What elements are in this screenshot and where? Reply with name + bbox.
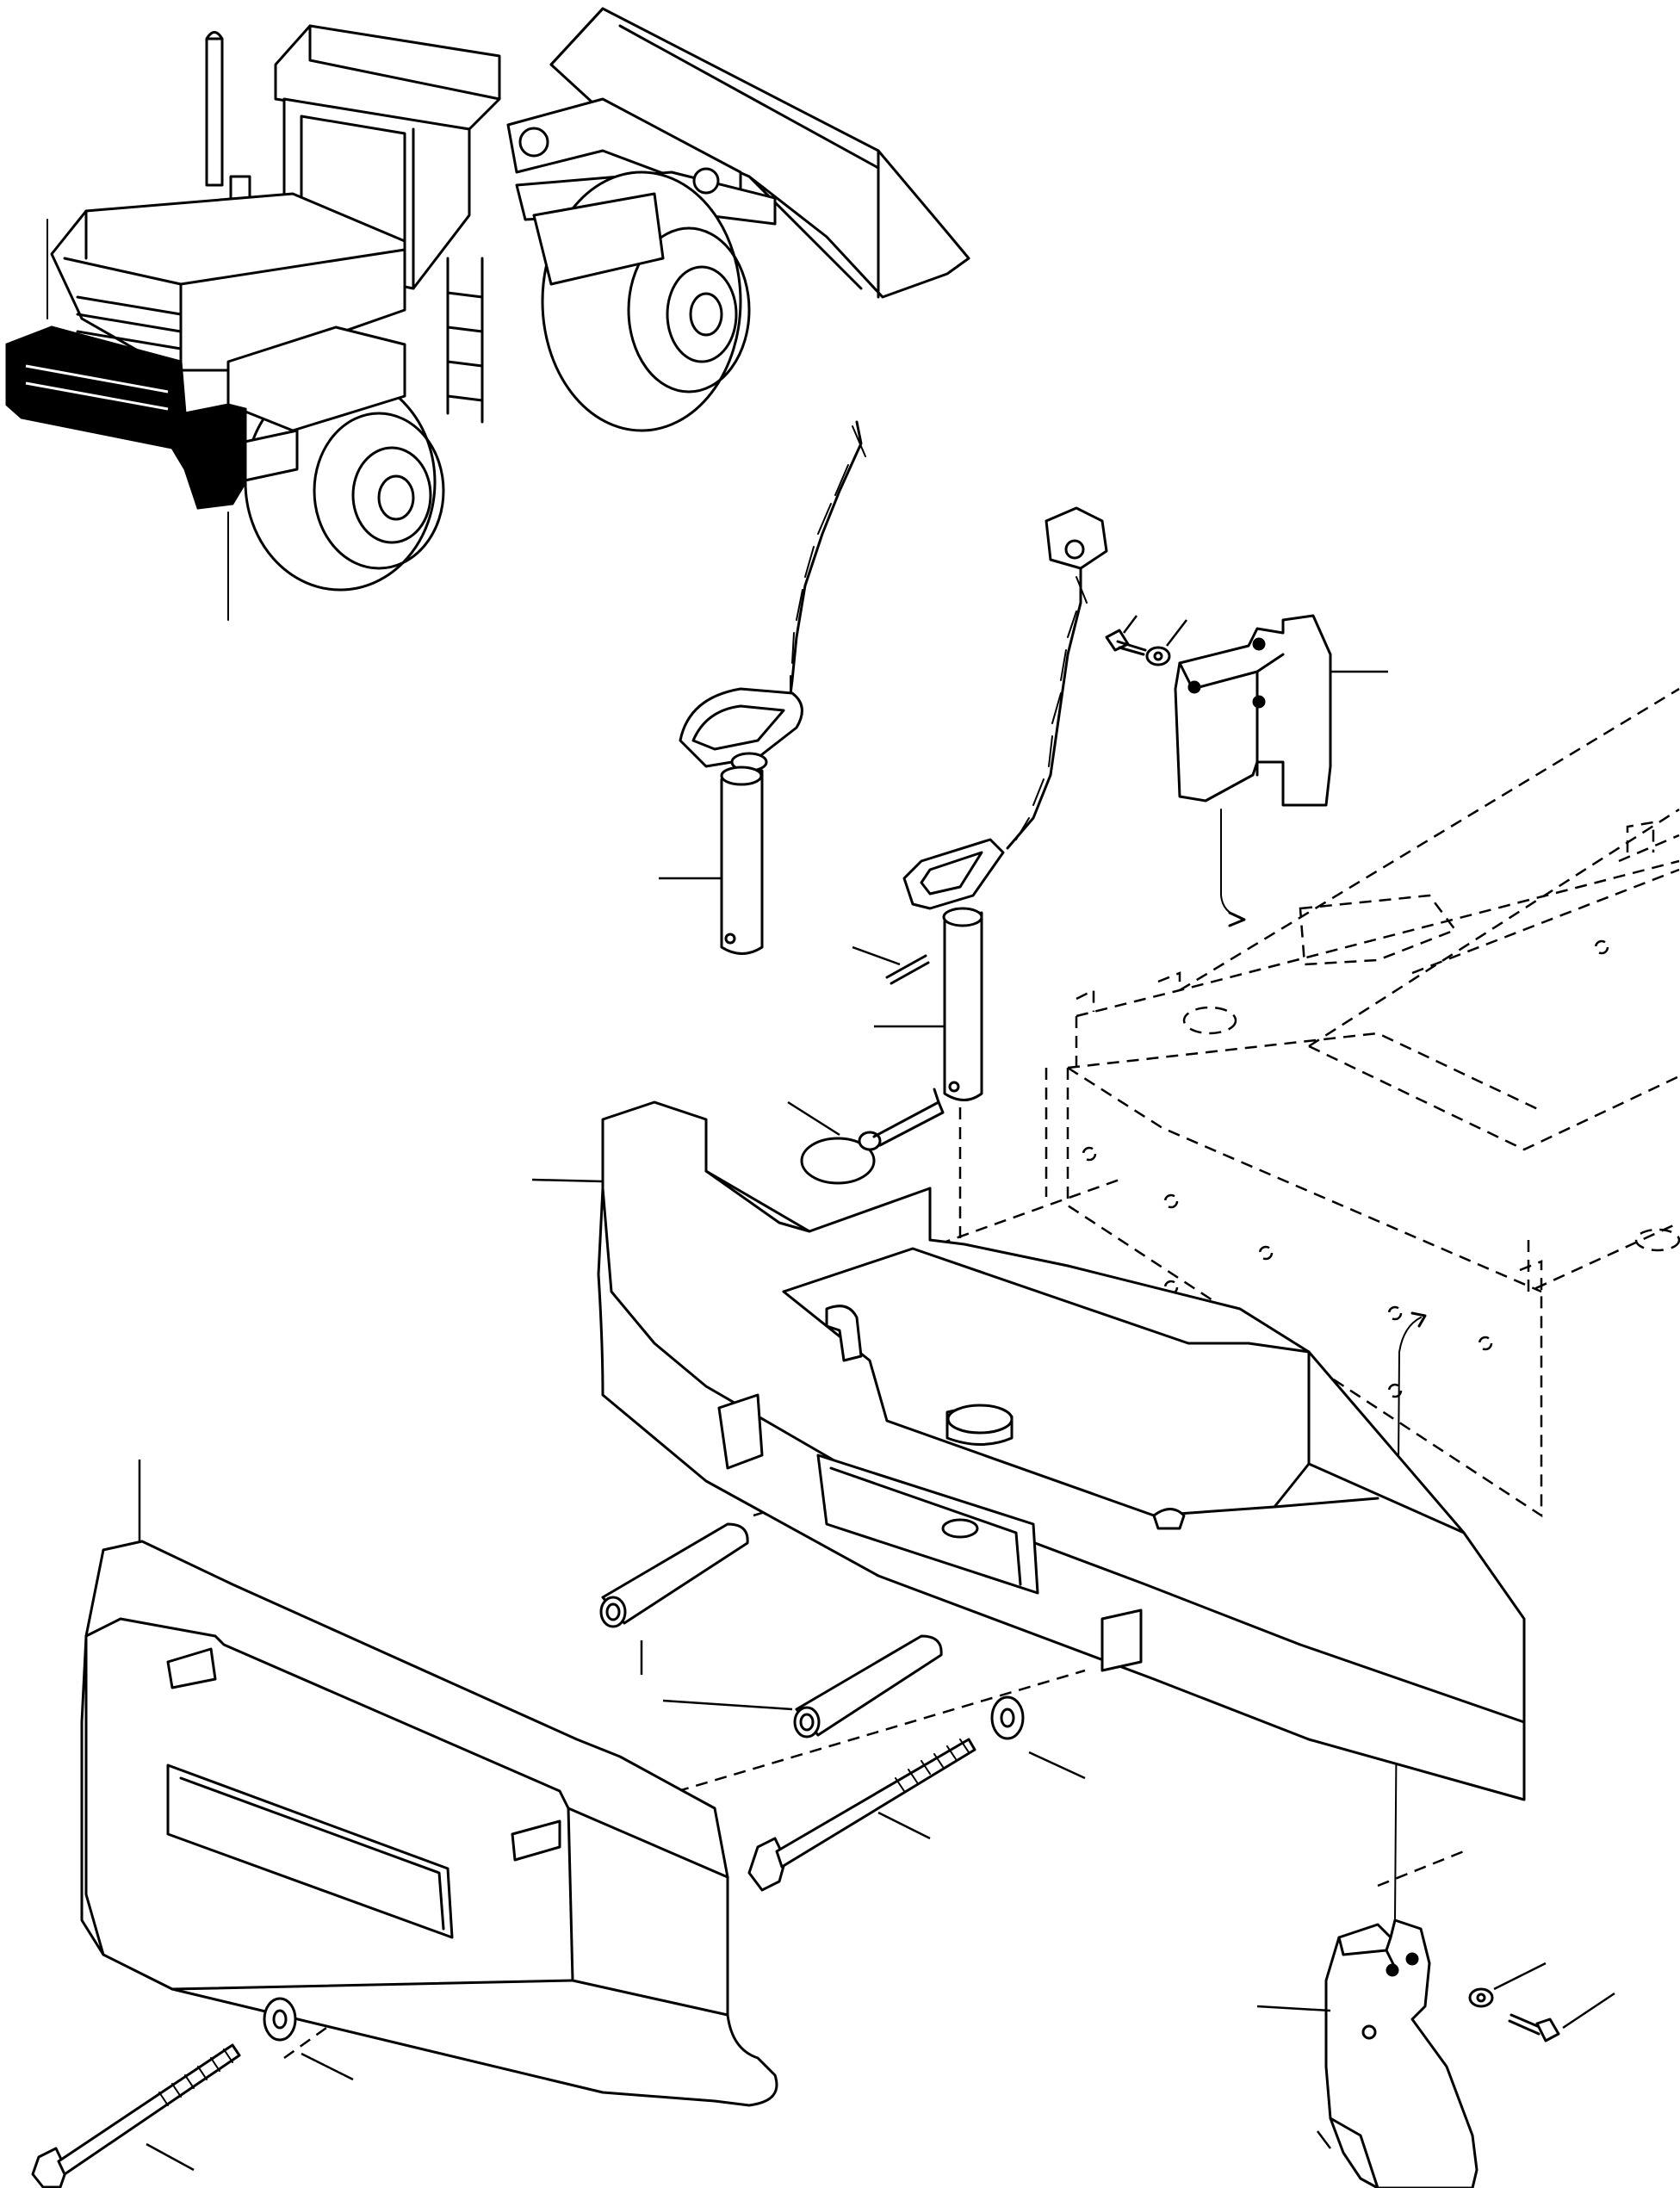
sleeve-short [599, 1522, 749, 1675]
mounting-bracket-lower [1256, 1918, 1479, 2188]
callout-leaders [138, 670, 1388, 1541]
locking-pin-with-chain [659, 420, 866, 955]
mounting-bracket-right [1174, 614, 1386, 807]
small-bolt-upper [1105, 615, 1147, 656]
frame-rear-dashed [1045, 687, 1680, 1518]
hitch-pin-with-chain [874, 506, 1108, 1101]
small-bolt-lower [1508, 1992, 1615, 2042]
counterweight-upper [597, 1100, 1526, 1801]
bolt-long-lower [31, 2043, 241, 2188]
small-washer-lower [1468, 1962, 1547, 2008]
sleeve-long [662, 1634, 943, 1739]
washer-upper [990, 1695, 1086, 1780]
small-washer-upper [1145, 619, 1187, 666]
counterweight-lower [80, 1540, 778, 2107]
split-pin [852, 945, 930, 985]
washer-lower [263, 1997, 354, 2081]
bolt-long-upper [747, 1738, 976, 1892]
linch-pin-with-ring [787, 1088, 945, 1185]
wheel-loader-illustration [5, 7, 970, 621]
